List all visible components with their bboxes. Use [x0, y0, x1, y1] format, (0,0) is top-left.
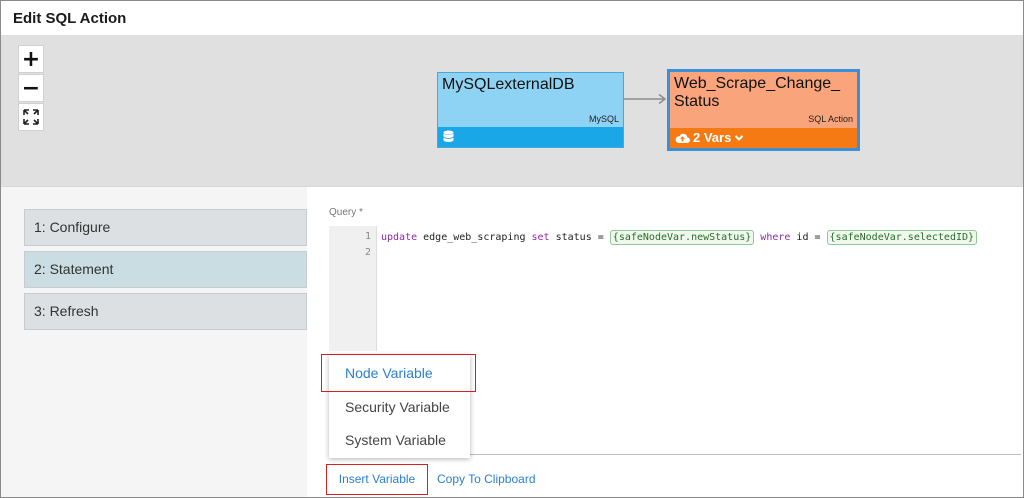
node-type: MySQL [588, 114, 619, 124]
menu-item-security-variable[interactable]: Security Variable [345, 399, 450, 415]
query-editor[interactable]: 1 2 update edge_web_scraping set status … [329, 226, 1017, 351]
node-title: Web_Scrape_Change_ Status [674, 75, 841, 110]
sql-keyword: where [754, 232, 791, 243]
cloud-upload-icon [675, 133, 690, 143]
step-configure[interactable]: 1: Configure [24, 209, 307, 246]
variable-token[interactable]: {safeNodeVar.newStatus} [609, 230, 755, 245]
step-refresh[interactable]: 3: Refresh [24, 293, 307, 330]
node-title: MySQLexternalDB [442, 76, 575, 93]
menu-item-system-variable[interactable]: System Variable [345, 432, 446, 448]
node-connector-arrow [624, 93, 667, 105]
sql-text: status = [549, 232, 610, 243]
sql-text: id = [790, 232, 827, 243]
menu-item-node-variable[interactable]: Node Variable [345, 365, 433, 381]
line-number: 2 [364, 247, 371, 258]
variable-token[interactable]: {safeNodeVar.selectedID} [826, 230, 978, 245]
dialog-title: Edit SQL Action [13, 10, 127, 27]
insert-variable-menu: Node Variable Security Variable System V… [329, 355, 470, 458]
query-label: Query * [329, 207, 363, 218]
database-icon [443, 130, 454, 142]
sql-keyword: update [381, 232, 418, 243]
insert-variable-button[interactable]: Insert Variable [326, 464, 428, 495]
node-footer: 2 Vars [670, 128, 857, 148]
step-statement[interactable]: 2: Statement [24, 251, 307, 288]
divider [329, 454, 1021, 455]
node-mysqlexternaldb[interactable]: MySQLexternalDB MySQL [437, 72, 624, 148]
copy-to-clipboard-link[interactable]: Copy To Clipboard [437, 472, 536, 486]
code-line: update edge_web_scraping set status = {s… [381, 230, 978, 245]
sql-text: edge_web_scraping [417, 232, 532, 243]
steps-sidebar: 1: Configure 2: Statement 3: Refresh [1, 186, 307, 497]
line-number: 1 [364, 231, 371, 242]
vars-dropdown[interactable]: 2 Vars [675, 130, 744, 145]
expand-icon [23, 109, 39, 125]
node-footer [438, 127, 623, 147]
zoom-in-button[interactable]: + [18, 45, 44, 73]
highlight-box [321, 354, 476, 392]
chevron-down-icon [735, 134, 744, 141]
fit-to-screen-button[interactable] [18, 103, 44, 131]
node-web-scrape-change-status[interactable]: Web_Scrape_Change_ Status SQL Action 2 V… [667, 69, 860, 151]
line-number-gutter: 1 2 [329, 226, 377, 351]
workflow-canvas[interactable]: + − MySQLexternalDB MySQL Web_Scrape_C [1, 35, 1023, 186]
vars-label: 2 Vars [693, 130, 732, 145]
sql-keyword: set [531, 232, 550, 243]
zoom-out-button[interactable]: − [18, 74, 44, 102]
dialog-header: Edit SQL Action [1, 1, 1023, 35]
node-type: SQL Action [808, 114, 853, 124]
